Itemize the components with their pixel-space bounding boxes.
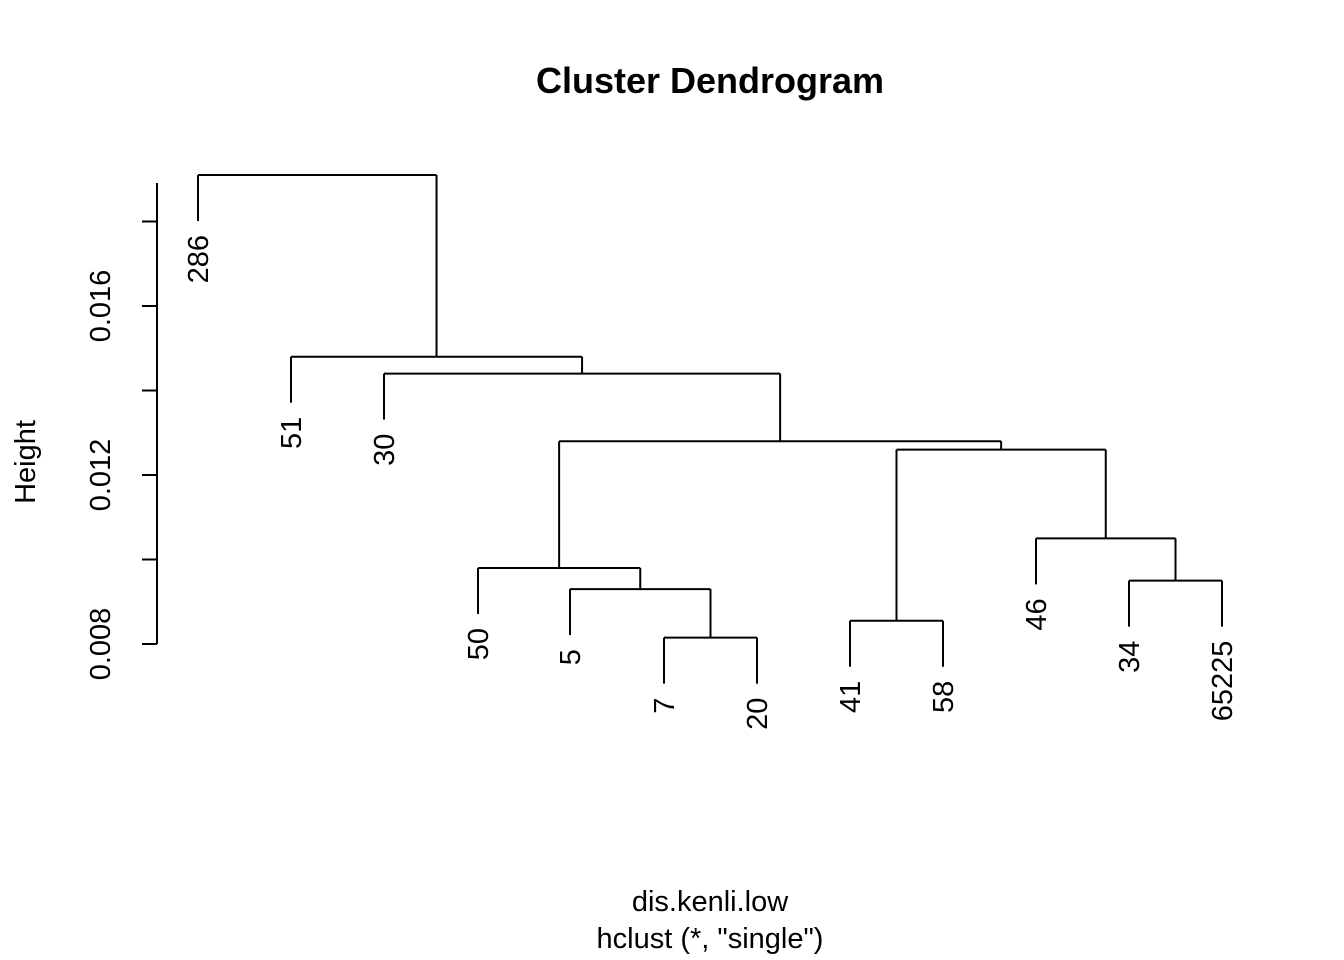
leaf-label: 5 — [555, 649, 587, 665]
y-axis: 0.008 0.012 0.016 — [85, 183, 158, 681]
leaf-label: 41 — [835, 681, 867, 713]
leaf-label: 65225 — [1207, 641, 1239, 722]
chart-title: Cluster Dendrogram — [536, 60, 884, 101]
leaf-label: 46 — [1021, 598, 1053, 630]
leaf-label: 7 — [649, 698, 681, 714]
x-axis-label: dis.kenli.low — [632, 886, 789, 918]
leaf-label: 50 — [463, 628, 495, 660]
y-tick-label: 0.016 — [85, 270, 117, 343]
leaf-label: 34 — [1114, 641, 1146, 673]
chart-subtitle: hclust (*, "single") — [597, 923, 824, 955]
y-axis-label: Height — [10, 420, 42, 504]
dendrogram-branches — [197, 174, 1223, 684]
leaf-label: 286 — [183, 235, 215, 283]
leaf-label: 58 — [928, 681, 960, 713]
leaf-label: 30 — [369, 434, 401, 466]
leaf-labels: 286 51 30 50 5 7 20 41 58 46 34 65225 — [183, 235, 1239, 730]
leaf-label: 20 — [742, 698, 774, 730]
y-tick-label: 0.008 — [85, 608, 117, 681]
leaf-label: 51 — [276, 417, 308, 449]
y-tick-label: 0.012 — [85, 439, 117, 512]
